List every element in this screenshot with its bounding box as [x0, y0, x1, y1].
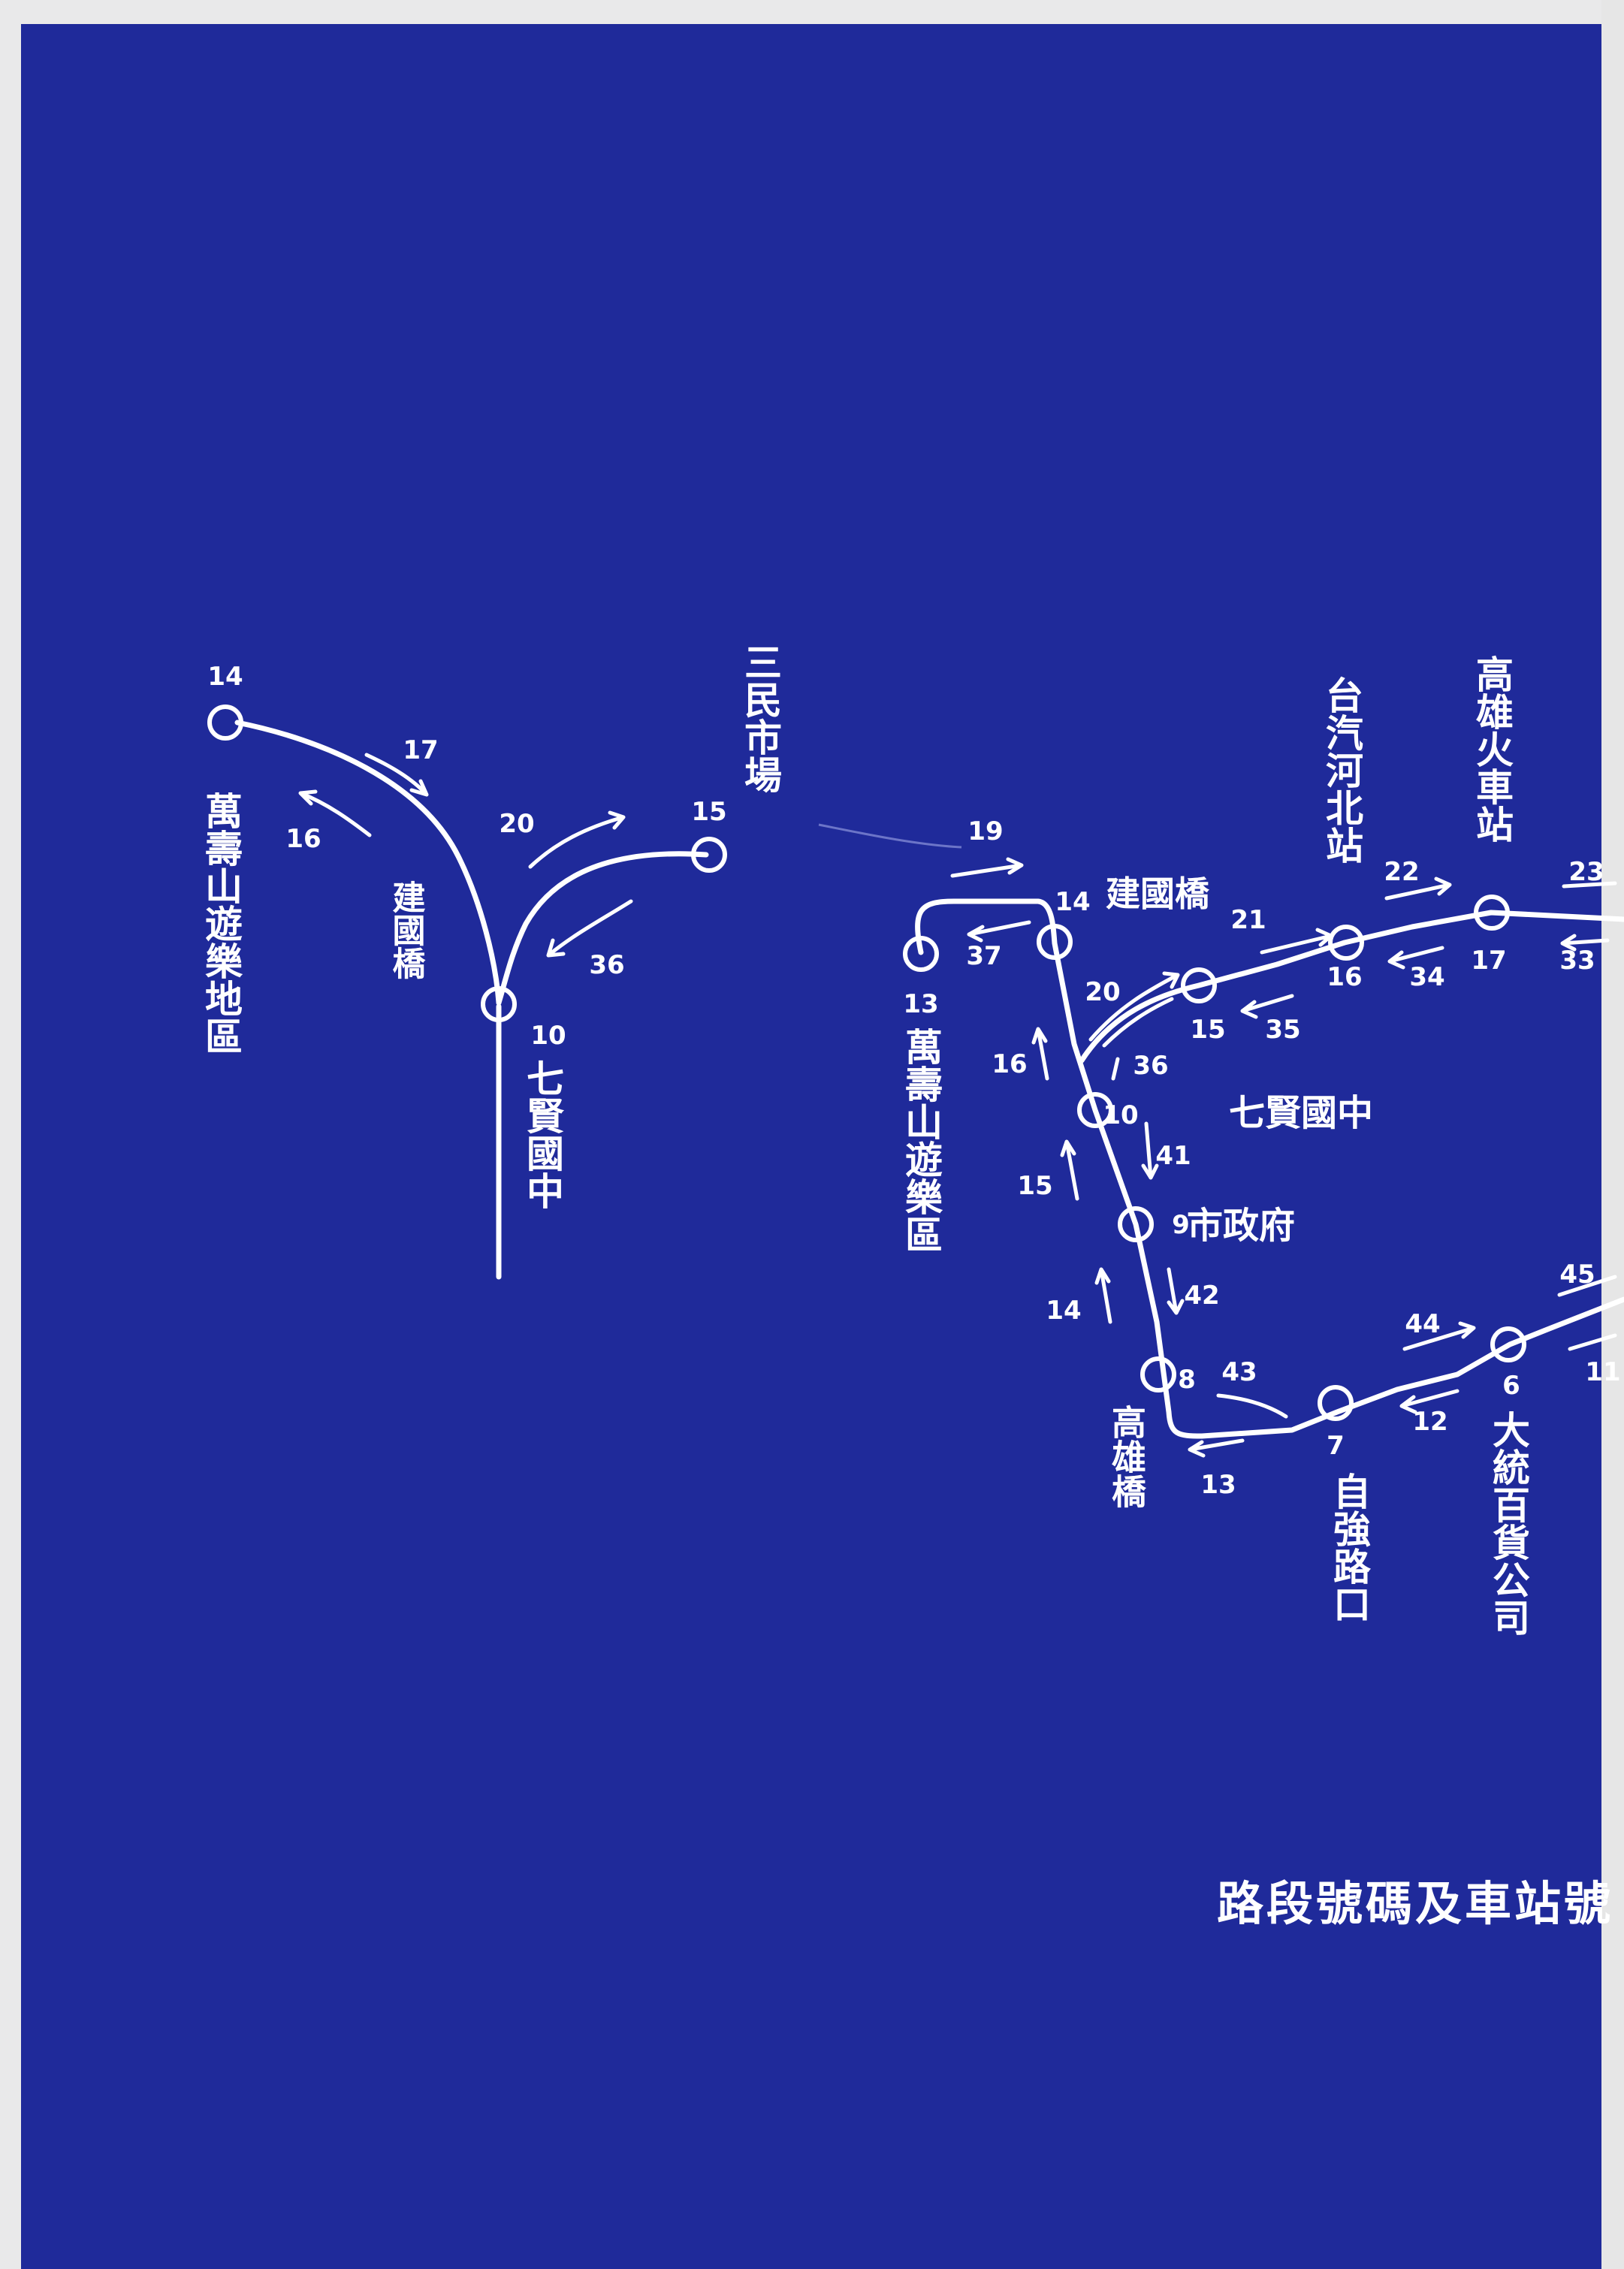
station-16-name: 台汽河北站	[1320, 676, 1363, 864]
segment-45: 45	[1559, 1260, 1595, 1290]
station-6-name: 大統百貨公司	[1487, 1411, 1530, 1636]
arrow-13	[1188, 1438, 1245, 1458]
station-8-name: 高雄橋	[1106, 1405, 1147, 1508]
segment-37: 37	[966, 941, 1001, 971]
segment-36: 36	[1133, 1051, 1168, 1081]
segment-33: 33	[1559, 946, 1595, 976]
station-17-name: 高雄火車站	[1470, 655, 1514, 843]
segment-44: 44	[1405, 1309, 1440, 1339]
arrow-20	[1088, 971, 1180, 1042]
right-route-branch	[1079, 910, 1624, 1064]
arrow-11	[1568, 1333, 1617, 1351]
arrow-44	[1402, 1321, 1476, 1351]
fold-mark	[818, 823, 962, 849]
station-9-marker	[1118, 1206, 1154, 1242]
left-segment-17: 17	[403, 735, 438, 765]
station-14-number: 14	[1055, 887, 1090, 917]
page-edge	[1601, 0, 1624, 2269]
caption: 路段號碼及車站號	[1217, 1876, 1613, 1931]
station-10-marker	[1077, 1092, 1113, 1128]
station-6-number: 6	[1502, 1371, 1520, 1401]
segment-11: 11	[1585, 1357, 1620, 1387]
segment-41: 41	[1155, 1141, 1191, 1171]
segment-14: 14	[1046, 1296, 1081, 1326]
left-segment-20: 20	[499, 809, 534, 839]
arrow-14	[1094, 1267, 1112, 1324]
arrow-33	[1560, 934, 1610, 952]
arrow-41	[1141, 1121, 1159, 1180]
segment-34: 34	[1409, 962, 1444, 992]
segment-20: 20	[1085, 977, 1120, 1007]
station-7-marker	[1318, 1385, 1354, 1421]
station-9-number: 9	[1172, 1210, 1190, 1240]
arrow-45	[1557, 1275, 1617, 1297]
arrow-21	[1260, 928, 1333, 955]
station-13-number: 13	[903, 989, 938, 1019]
segment-16: 16	[992, 1049, 1027, 1079]
left-arrow-17	[364, 753, 429, 797]
arrow-22	[1384, 877, 1452, 901]
arrow-35	[1240, 994, 1294, 1019]
left-station-15-number: 15	[691, 797, 726, 827]
segment-43: 43	[1221, 1357, 1257, 1387]
station-13-name: 萬壽山遊樂區	[899, 1027, 943, 1253]
station-16-number: 16	[1327, 962, 1362, 992]
arrow-20b	[1102, 997, 1174, 1048]
left-station-14-name: 萬壽山遊樂地區	[199, 792, 243, 1055]
arrow-16	[1031, 1027, 1049, 1081]
station-8-number: 8	[1178, 1365, 1196, 1395]
left-route-branch-15	[496, 851, 709, 1006]
arrow-34	[1387, 946, 1444, 970]
station-10-number: 10	[1103, 1100, 1138, 1130]
left-segment-36: 36	[589, 950, 624, 980]
left-segment-16: 16	[285, 824, 321, 854]
left-station-15-name: 三民市場	[738, 643, 782, 793]
station-14-name: 建國橋	[1106, 874, 1209, 914]
station-17-number: 17	[1471, 946, 1506, 976]
left-arrow-36	[546, 899, 633, 958]
station-10-name: 七賢國中	[1229, 1092, 1373, 1134]
left-junction-label: 建國橋	[387, 880, 426, 979]
segment-42: 42	[1184, 1281, 1219, 1311]
left-station-10-number: 10	[530, 1021, 566, 1051]
left-arrow-20	[528, 810, 626, 869]
arrow-15	[1060, 1139, 1079, 1201]
left-station-10-name: 七賢國中	[521, 1059, 564, 1209]
segment-19: 19	[967, 816, 1003, 846]
arrow-36	[1111, 1057, 1120, 1081]
station-14-marker	[1037, 924, 1073, 960]
arrow-37	[967, 920, 1031, 943]
station-7-number: 7	[1327, 1431, 1345, 1461]
segment-12: 12	[1412, 1407, 1447, 1437]
segment-15: 15	[1017, 1171, 1052, 1201]
arrow-42	[1167, 1267, 1185, 1315]
left-station-15-marker	[691, 837, 727, 873]
station-8-marker	[1140, 1356, 1176, 1392]
arrow-12	[1399, 1389, 1459, 1414]
station-9-name: 市政府	[1187, 1205, 1295, 1247]
segment-13: 13	[1200, 1470, 1236, 1500]
left-route-branch-14	[234, 720, 502, 1006]
map-page	[21, 24, 1624, 2269]
station-15-marker	[1181, 967, 1217, 1003]
station-6-marker	[1490, 1326, 1526, 1362]
segment-21: 21	[1230, 905, 1266, 935]
station-16-marker	[1328, 925, 1364, 961]
station-17-marker	[1474, 895, 1510, 931]
station-13-marker	[903, 936, 939, 972]
arrow-19	[950, 857, 1024, 878]
arrow-43	[1216, 1393, 1288, 1419]
station-15-number: 15	[1190, 1015, 1225, 1045]
segment-35: 35	[1265, 1015, 1300, 1045]
segment-23: 23	[1568, 857, 1604, 887]
left-station-10-marker	[481, 986, 517, 1022]
right-route-main	[915, 898, 1624, 1439]
segment-22: 22	[1384, 857, 1419, 887]
left-arrow-16	[298, 789, 372, 837]
left-station-14-number: 14	[207, 662, 243, 692]
left-station-14-marker	[207, 705, 243, 741]
station-7-name: 自強路口	[1327, 1472, 1371, 1622]
arrow-23	[1562, 881, 1617, 889]
